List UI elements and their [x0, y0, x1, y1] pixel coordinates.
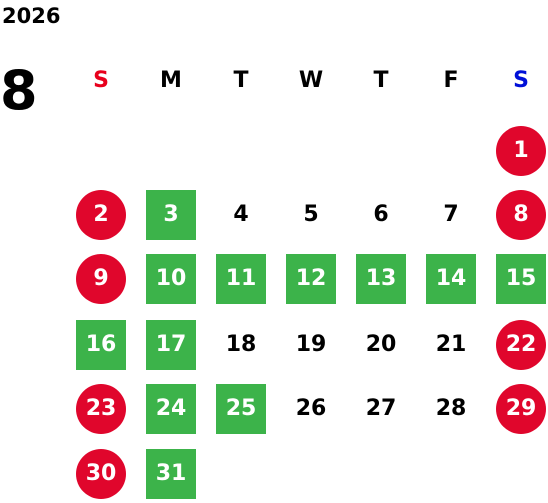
day-cell-7[interactable]: 7 — [443, 202, 459, 227]
day-cell-3[interactable]: 3 — [146, 190, 196, 240]
day-cell-13[interactable]: 13 — [356, 254, 406, 304]
day-cell-1[interactable]: 1 — [496, 126, 546, 176]
day-cell-6[interactable]: 6 — [373, 202, 389, 227]
weekday-label-wed: W — [298, 68, 324, 93]
day-cell-30[interactable]: 30 — [76, 449, 126, 499]
day-cell-20[interactable]: 20 — [365, 332, 397, 357]
day-cell-22[interactable]: 22 — [496, 320, 546, 370]
weekday-label-fri: F — [443, 68, 459, 93]
day-cell-4[interactable]: 4 — [233, 202, 249, 227]
day-cell-25[interactable]: 25 — [216, 384, 266, 434]
day-cell-29[interactable]: 29 — [496, 384, 546, 434]
day-cell-10[interactable]: 10 — [146, 254, 196, 304]
day-cell-12[interactable]: 12 — [286, 254, 336, 304]
month-number: 8 — [0, 59, 38, 122]
day-cell-8[interactable]: 8 — [496, 190, 546, 240]
day-cell-16[interactable]: 16 — [76, 320, 126, 370]
day-cell-28[interactable]: 28 — [435, 396, 467, 421]
day-cell-24[interactable]: 24 — [146, 384, 196, 434]
day-cell-14[interactable]: 14 — [426, 254, 476, 304]
day-cell-15[interactable]: 15 — [496, 254, 546, 304]
weekday-label-sun: S — [93, 68, 109, 93]
weekday-label-thu: T — [373, 68, 389, 93]
year-label: 2026 — [2, 4, 61, 28]
day-cell-26[interactable]: 26 — [295, 396, 327, 421]
day-cell-19[interactable]: 19 — [295, 332, 327, 357]
day-cell-11[interactable]: 11 — [216, 254, 266, 304]
day-cell-23[interactable]: 23 — [76, 384, 126, 434]
weekday-label-tue: T — [233, 68, 249, 93]
day-cell-5[interactable]: 5 — [303, 202, 319, 227]
weekday-label-mon: M — [160, 68, 182, 93]
weekday-label-sat: S — [513, 68, 529, 93]
day-cell-17[interactable]: 17 — [146, 320, 196, 370]
day-cell-18[interactable]: 18 — [225, 332, 257, 357]
day-cell-31[interactable]: 31 — [146, 449, 196, 499]
day-cell-2[interactable]: 2 — [76, 190, 126, 240]
day-cell-21[interactable]: 21 — [435, 332, 467, 357]
day-cell-27[interactable]: 27 — [365, 396, 397, 421]
day-cell-9[interactable]: 9 — [76, 254, 126, 304]
